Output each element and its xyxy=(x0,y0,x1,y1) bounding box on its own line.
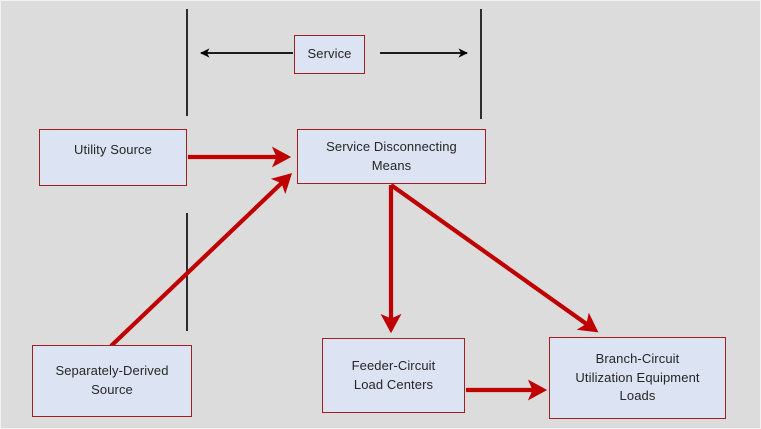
arrow-disconnect-to-branch xyxy=(389,183,599,333)
node-service-disconnecting-means[interactable]: Service Disconnecting Means xyxy=(297,129,486,184)
node-service-disconnecting-means-label: Service Disconnecting Means xyxy=(326,138,457,173)
node-feeder-circuit-load-centers[interactable]: Feeder-Circuit Load Centers xyxy=(322,338,465,413)
node-service-label: Service xyxy=(307,46,352,62)
node-branch-circuit-loads-label: Branch-Circuit Utilization Equipment Loa… xyxy=(575,350,700,404)
node-utility-source-label: Utility Source xyxy=(74,142,152,157)
arrow-separately-derived-to-disconnect xyxy=(109,173,293,348)
node-utility-source[interactable]: Utility Source xyxy=(39,129,187,186)
node-separately-derived-source[interactable]: Separately-Derived Source xyxy=(32,345,192,417)
node-service[interactable]: Service xyxy=(294,35,365,74)
node-feeder-circuit-load-centers-label: Feeder-Circuit Load Centers xyxy=(351,357,436,392)
node-branch-circuit-loads[interactable]: Branch-Circuit Utilization Equipment Loa… xyxy=(549,337,726,419)
node-separately-derived-source-label: Separately-Derived Source xyxy=(55,363,169,397)
